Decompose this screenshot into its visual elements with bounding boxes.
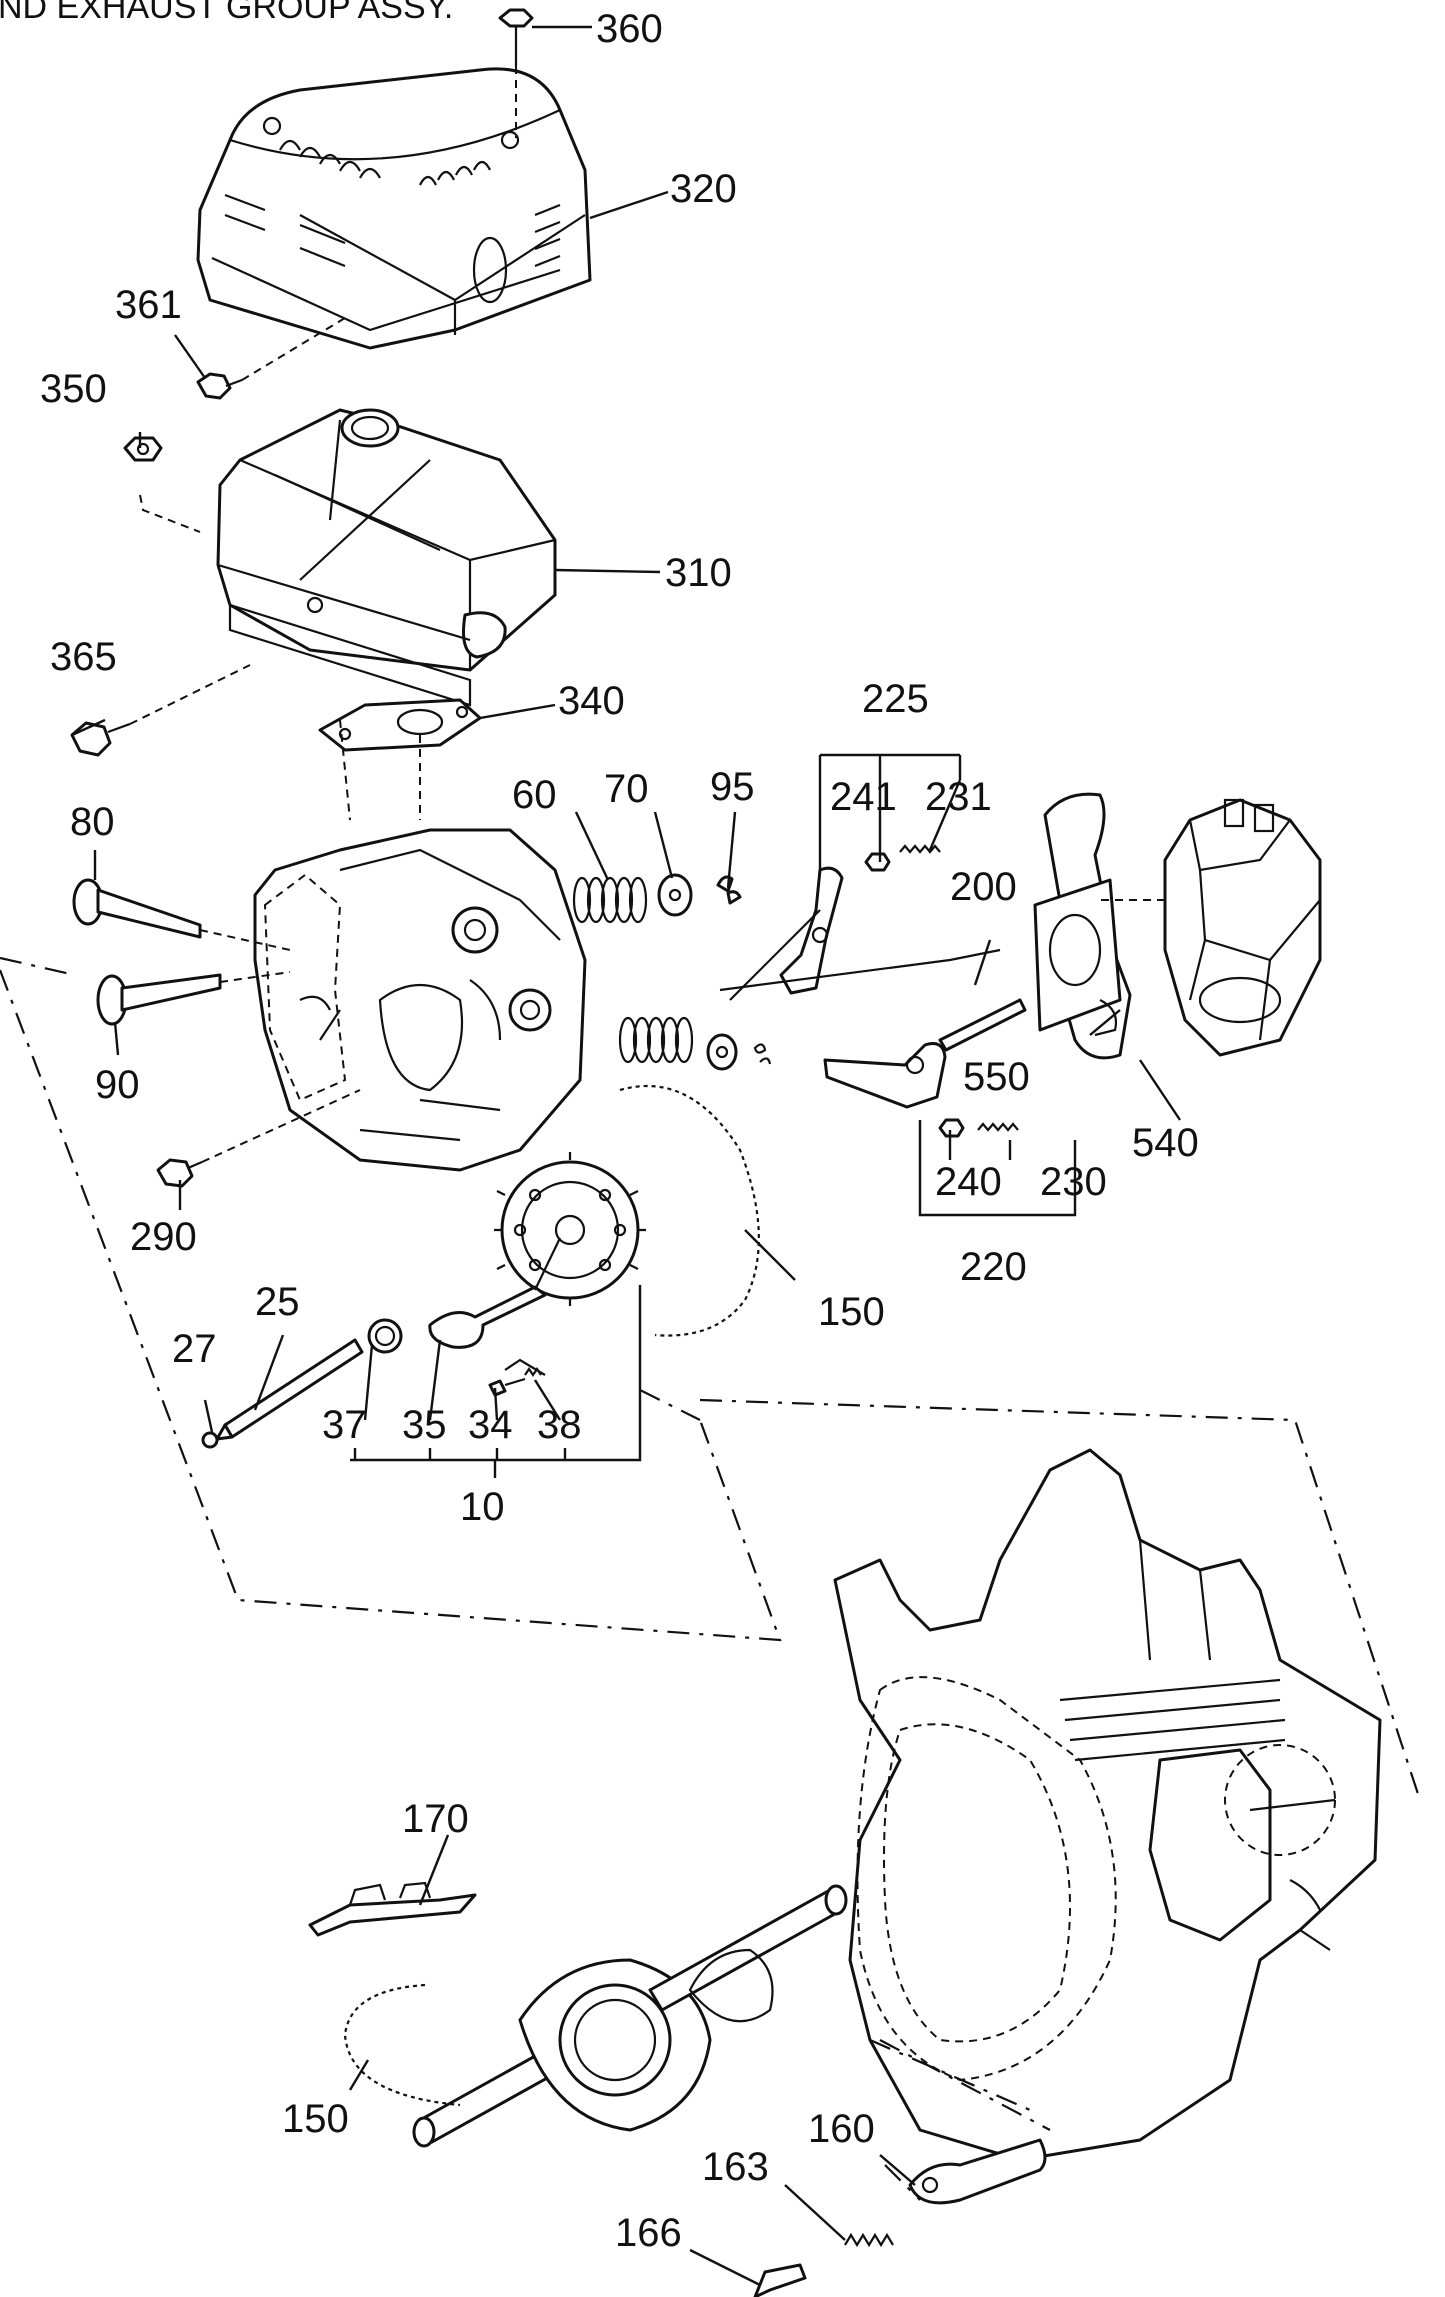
- callout-240: 240: [935, 1160, 1002, 1204]
- callout-80: 80: [70, 800, 115, 844]
- callout-70: 70: [604, 767, 649, 811]
- cam-sprocket: [494, 1152, 646, 1306]
- diagram-title: ND EXHAUST GROUP ASSY.: [0, 0, 453, 26]
- callout-340: 340: [558, 679, 625, 723]
- crankshaft: [412, 1884, 848, 2148]
- cam-lever-35: [428, 1285, 547, 1349]
- callout-160: 160: [808, 2107, 875, 2151]
- camshaft: [215, 1338, 364, 1441]
- leader-lines: [71, 25, 1181, 2287]
- insulator-gasket: [1033, 792, 1132, 1060]
- chain-guide: [308, 1881, 477, 1937]
- callout-163: 163: [702, 2145, 769, 2189]
- spring-retainers: [657, 873, 772, 1071]
- callout-360: 360: [596, 7, 663, 51]
- rocker-spring-230: [977, 1122, 1019, 1132]
- muffler: [216, 408, 557, 707]
- nut-350: [123, 436, 201, 533]
- callout-220: 220: [960, 1245, 1027, 1289]
- push-rod: [938, 998, 1027, 1052]
- callout-170: 170: [402, 1797, 469, 1841]
- head-assembly-outline: [0, 956, 782, 1642]
- bolt-360: [498, 8, 534, 138]
- intake-valve: [72, 878, 291, 951]
- callout-150-lower: 150: [282, 2097, 349, 2141]
- callout-90: 90: [95, 1063, 140, 1107]
- timing-chain-upper: [619, 1084, 760, 1337]
- callout-290: 290: [130, 1215, 197, 1259]
- callout-25: 25: [255, 1280, 300, 1324]
- callout-225: 225: [862, 677, 929, 721]
- callout-60: 60: [512, 773, 557, 817]
- muffler-cover: [196, 67, 592, 350]
- callout-34: 34: [468, 1403, 513, 1447]
- callout-27: 27: [172, 1327, 217, 1371]
- callout-540: 540: [1132, 1121, 1199, 1165]
- bolt-290: [156, 1089, 361, 1188]
- callout-231: 231: [925, 775, 992, 819]
- clip-27: [201, 1431, 219, 1449]
- chain-tensioner: [908, 2138, 1047, 2205]
- callout-166: 166: [615, 2211, 682, 2255]
- callout-361: 361: [115, 283, 182, 327]
- callout-230: 230: [1040, 1160, 1107, 1204]
- timing-chain-lower: [343, 1983, 461, 2107]
- tensioner-spring: [844, 2232, 894, 2248]
- callout-365: 365: [50, 635, 117, 679]
- callout-310: 310: [665, 551, 732, 595]
- ring-37: [367, 1318, 403, 1354]
- callout-550: 550: [963, 1055, 1030, 1099]
- callout-35: 35: [402, 1403, 447, 1447]
- muffler-gasket: [318, 698, 482, 752]
- rocker-nut-240: [938, 1118, 965, 1138]
- callout-10: 10: [460, 1485, 505, 1529]
- crankcase: [833, 1448, 1382, 2162]
- carburetor: [1100, 798, 1322, 1057]
- callout-241: 241: [830, 775, 897, 819]
- pin-34: [488, 1377, 526, 1397]
- callout-38: 38: [537, 1403, 582, 1447]
- callout-320: 320: [670, 167, 737, 211]
- callouts: 360 320 361 350 310 365 340 225 241 231 …: [40, 7, 1199, 2255]
- callout-350: 350: [40, 367, 107, 411]
- rocker-spring-231: [899, 844, 941, 854]
- tensioner-pin: [753, 2263, 807, 2297]
- callout-37: 37: [322, 1403, 367, 1447]
- rocker-arms: [719, 866, 1001, 1109]
- bolt-361: [196, 317, 346, 400]
- tensioner-outline: [869, 2038, 1051, 2201]
- valve-springs: [572, 876, 694, 1064]
- rocker-nut-241: [864, 852, 891, 872]
- callout-200: 200: [950, 865, 1017, 909]
- cylinder-head: [253, 828, 587, 1172]
- callout-150-upper: 150: [818, 1290, 885, 1334]
- callout-95: 95: [710, 765, 755, 809]
- block-assembly-outline: [699, 1398, 1422, 1801]
- exhaust-valve: [96, 971, 291, 1026]
